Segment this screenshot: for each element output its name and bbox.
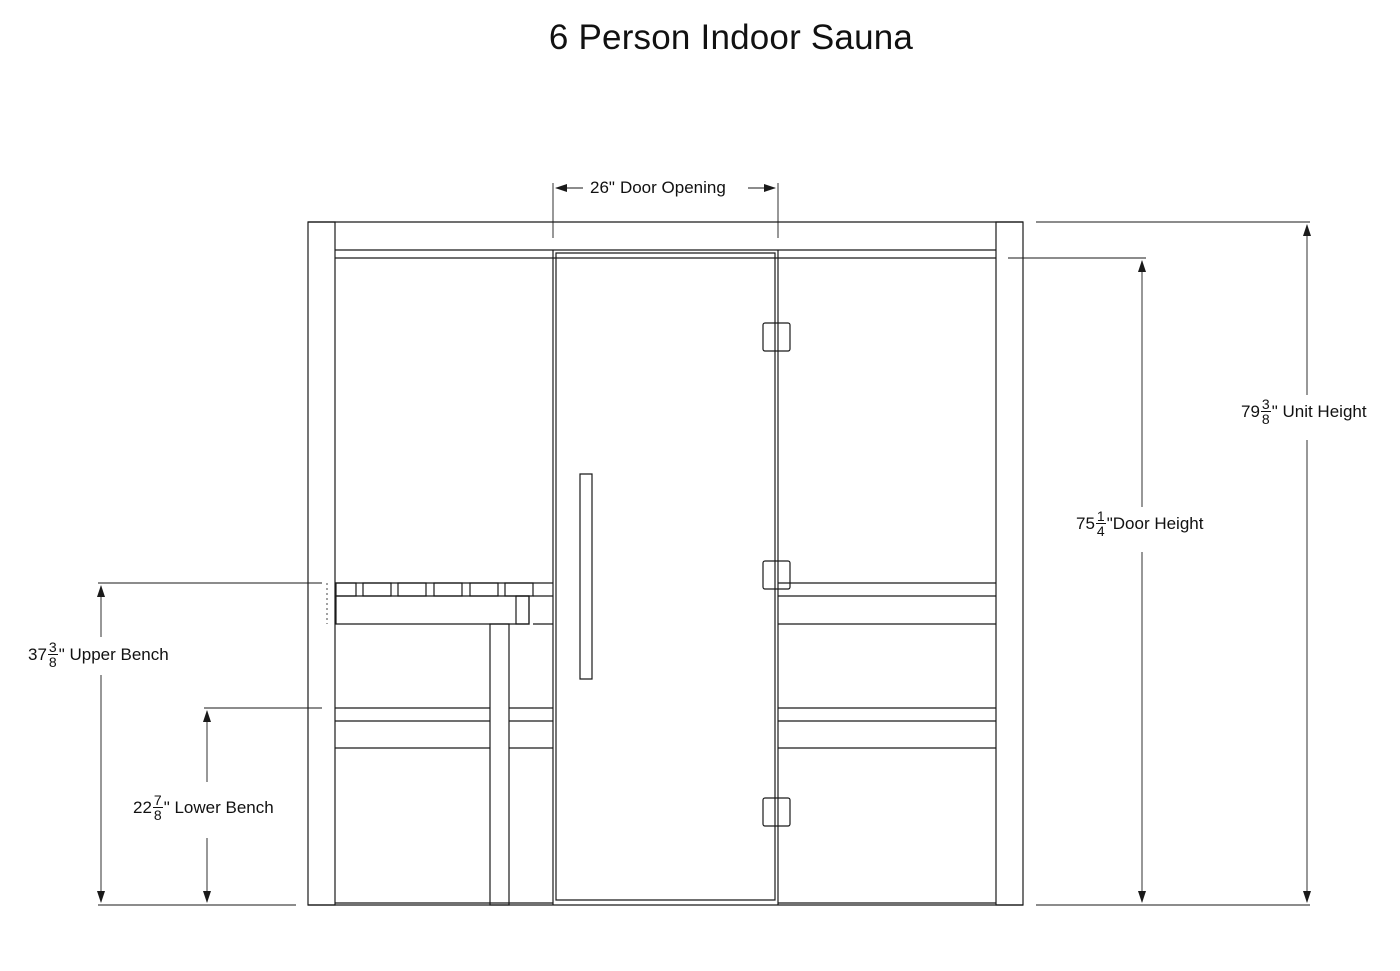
glass-door-panel	[556, 253, 775, 900]
unit-height-whole: 79	[1241, 402, 1260, 421]
hinge-middle	[763, 561, 790, 589]
door-opening-text: Door Opening	[619, 178, 726, 197]
upper-bench-end	[516, 596, 529, 624]
lower-bench-whole: 22	[133, 798, 152, 817]
unit-height-label: 79 3 8 " Unit Height	[1241, 397, 1367, 426]
lower-bench-fraction: 7 8	[152, 792, 163, 823]
hinge-bottom	[763, 798, 790, 826]
door-opening-value: 26"	[590, 178, 615, 197]
bench-slat-2	[363, 583, 391, 596]
left-post	[308, 222, 335, 905]
bench-leg	[490, 624, 509, 905]
door-opening-label: 26" Door Opening	[590, 179, 726, 196]
upper-bench-text: " Upper Bench	[58, 645, 169, 664]
upper-bench-fraction: 3 8	[47, 639, 58, 670]
upper-bench-whole: 37	[28, 645, 47, 664]
door-height-whole: 75	[1076, 514, 1095, 533]
bench-slat-1	[336, 583, 356, 596]
upper-bench-label: 37 3 8 " Upper Bench	[28, 640, 169, 669]
door-height-text: "Door Height	[1106, 514, 1204, 533]
diagram-title: 6 Person Indoor Sauna	[548, 18, 914, 57]
bench-slat-3	[398, 583, 426, 596]
bench-slat-6	[505, 583, 533, 596]
lower-bench-label: 22 7 8 " Lower Bench	[133, 793, 274, 822]
bench-slat-5	[470, 583, 498, 596]
bench-slat-4	[434, 583, 462, 596]
door-height-label: 75 1 4 "Door Height	[1076, 508, 1204, 539]
right-post	[996, 222, 1023, 905]
unit-height-text: " Unit Height	[1271, 402, 1367, 421]
door-height-fraction: 1 4	[1095, 508, 1106, 539]
hinge-top	[763, 323, 790, 351]
door-handle	[580, 474, 592, 679]
lower-bench-text: " Lower Bench	[163, 798, 274, 817]
upper-bench-seat	[336, 596, 529, 624]
unit-height-fraction: 3 8	[1260, 396, 1271, 427]
